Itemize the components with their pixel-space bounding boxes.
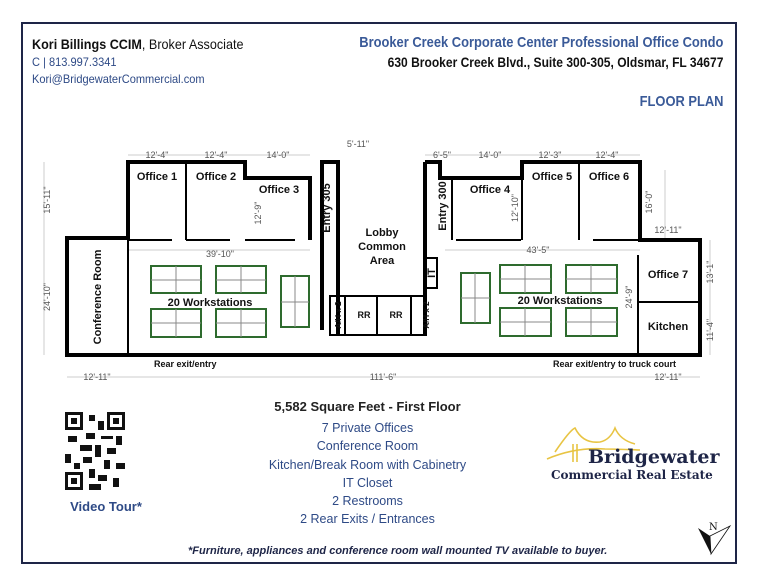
feature-item: 2 Restrooms bbox=[332, 494, 403, 508]
room-office-4: Office 4 bbox=[470, 184, 511, 196]
svg-text:13'-1": 13'-1" bbox=[705, 261, 715, 284]
dimension-labels: 12'-4" 12'-4" 14'-0" 5'-11" 6'-5" 14'-0"… bbox=[42, 139, 715, 382]
page-frame bbox=[21, 22, 737, 564]
room-office-6: Office 6 bbox=[589, 171, 629, 183]
bridgewater-logo-bridge-icon bbox=[546, 425, 641, 462]
svg-text:5'-11": 5'-11" bbox=[347, 139, 369, 149]
svg-text:15'-11": 15'-11" bbox=[42, 186, 52, 213]
square-feet-headline: 5,582 Square Feet - First Floor bbox=[274, 399, 461, 414]
room-lobby-line2: Common bbox=[358, 241, 406, 253]
svg-text:12'-4": 12'-4" bbox=[205, 150, 228, 160]
north-label: N bbox=[709, 522, 718, 533]
agent-title: , Broker Associate bbox=[141, 36, 244, 52]
svg-text:39'-10": 39'-10" bbox=[206, 249, 234, 259]
room-lobby-line3: Area bbox=[370, 255, 395, 267]
svg-text:12'-11": 12'-11" bbox=[83, 372, 110, 382]
property-name: Brooker Creek Corporate Center Professio… bbox=[358, 34, 723, 51]
svg-text:12'-4": 12'-4" bbox=[596, 150, 619, 160]
feature-item: 2 Rear Exits / Entrances bbox=[300, 512, 435, 526]
room-office-7: Office 7 bbox=[648, 269, 688, 281]
svg-text:111'-6": 111'-6" bbox=[370, 372, 397, 382]
room-rr-right: RR bbox=[390, 310, 403, 320]
feature-item: Kitchen/Break Room with Cabinetry bbox=[268, 458, 467, 472]
svg-text:14'-0": 14'-0" bbox=[479, 150, 502, 160]
agent-line: Kori Billings CCIM, Broker Associate bbox=[32, 36, 243, 52]
workstations-right-label: 20 Workstations bbox=[518, 295, 603, 307]
agent-phone: C | 813.997.3341 bbox=[32, 55, 117, 69]
interior-walls bbox=[127, 162, 700, 355]
logo-line-1: Bridgewater bbox=[588, 446, 720, 468]
video-tour-label[interactable]: Video Tour* bbox=[70, 499, 142, 514]
svg-text:24'-10": 24'-10" bbox=[42, 283, 52, 311]
room-conference: Conference Room bbox=[92, 249, 104, 344]
agent-email[interactable]: Kori@BridgewaterCommercial.com bbox=[32, 72, 205, 86]
svg-text:12'-4": 12'-4" bbox=[146, 150, 169, 160]
room-office-5: Office 5 bbox=[532, 171, 572, 183]
room-office-2: Office 2 bbox=[196, 171, 236, 183]
room-entry-300: Entry 300 bbox=[437, 181, 449, 231]
feature-item: 7 Private Offices bbox=[321, 421, 414, 435]
svg-text:12'-9": 12'-9" bbox=[253, 202, 263, 225]
svg-text:12'-3": 12'-3" bbox=[539, 150, 562, 160]
room-ah-left: A/H x 2 bbox=[334, 301, 343, 329]
svg-text:12'-10": 12'-10" bbox=[510, 194, 520, 222]
svg-text:12'-11": 12'-11" bbox=[654, 225, 681, 235]
workstation-dividers bbox=[151, 265, 617, 337]
room-entry-305: Entry 305 bbox=[321, 183, 333, 233]
workstations-left-label: 20 Workstations bbox=[168, 297, 253, 309]
svg-text:6'-5": 6'-5" bbox=[433, 150, 451, 160]
svg-text:16'-0": 16'-0" bbox=[644, 191, 654, 214]
svg-text:24'-9": 24'-9" bbox=[624, 286, 634, 309]
qr-code[interactable] bbox=[65, 412, 125, 490]
svg-text:14'-0": 14'-0" bbox=[267, 150, 290, 160]
dimension-lines bbox=[43, 154, 711, 378]
room-lobby-line1: Lobby bbox=[366, 227, 400, 239]
rear-exit-right: Rear exit/entry to truck court bbox=[553, 359, 676, 369]
room-it: IT bbox=[426, 268, 438, 278]
footnote: *Furniture, appliances and conference ro… bbox=[188, 545, 608, 557]
svg-text:11'-4": 11'-4" bbox=[705, 319, 715, 341]
svg-text:12'-11": 12'-11" bbox=[654, 372, 681, 382]
north-arrow-icon: N bbox=[698, 522, 732, 556]
room-ah-right: A/H x 2 bbox=[422, 301, 431, 329]
svg-text:43'-5": 43'-5" bbox=[527, 245, 550, 255]
feature-item: Conference Room bbox=[316, 439, 419, 453]
room-rr-left: RR bbox=[358, 310, 371, 320]
feature-item: IT Closet bbox=[342, 476, 393, 490]
property-address: 630 Brooker Creek Blvd., Suite 300-305, … bbox=[387, 54, 723, 70]
room-office-3: Office 3 bbox=[259, 184, 299, 196]
rear-exit-left: Rear exit/entry bbox=[154, 359, 217, 369]
room-kitchen: Kitchen bbox=[648, 321, 689, 333]
section-title: FLOOR PLAN bbox=[639, 93, 723, 110]
floor-plan: Office 1 Office 2 Office 3 Office 4 Offi… bbox=[42, 139, 715, 382]
agent-name: Kori Billings CCIM bbox=[32, 36, 142, 52]
room-office-1: Office 1 bbox=[137, 171, 177, 183]
logo-line-2: Commercial Real Estate bbox=[551, 468, 713, 482]
